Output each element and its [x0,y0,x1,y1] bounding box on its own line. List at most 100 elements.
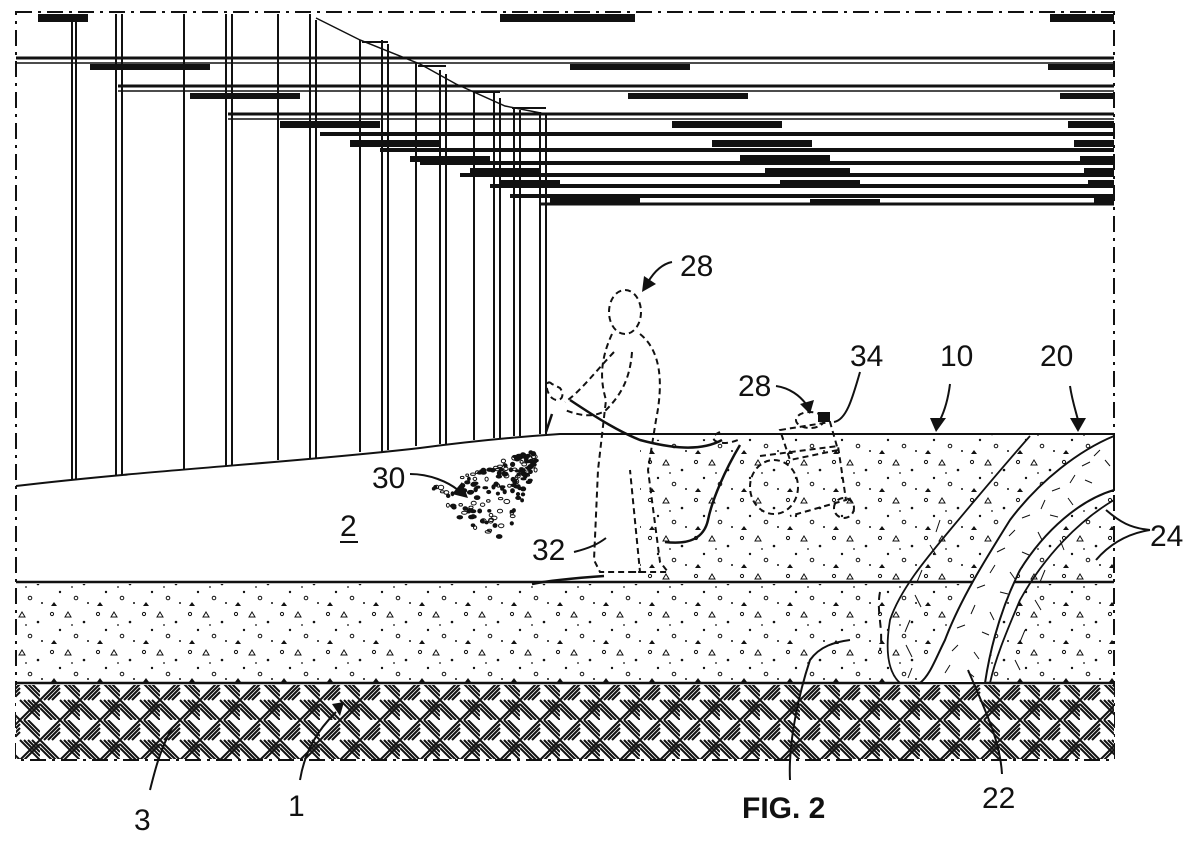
roof-beams [16,14,1114,206]
spray-droplet [515,478,520,485]
spray-droplet [470,514,476,519]
spray-droplet [467,508,474,513]
spray-droplet [492,523,498,528]
spray-droplet [500,458,506,464]
spray-droplet [521,462,528,467]
ref-label-28-machine: 28 [738,370,771,403]
spray-droplet [503,498,511,505]
spray-droplet [445,502,450,508]
spray-droplet [434,484,440,490]
spray-droplet [498,467,504,472]
aggregate-layer [16,584,1114,682]
spray-droplet [521,472,527,477]
spray-droplet [516,453,523,457]
spray-droplet [464,507,469,511]
spray-droplet [524,454,529,459]
spray-droplet [467,476,471,481]
spray-droplet [515,495,522,500]
spray-droplet [495,491,500,496]
spray-hose [531,398,742,586]
spray-droplet [496,470,502,476]
spray-droplet [456,515,464,520]
figure-caption: FIG. 2 [742,792,825,825]
spray-droplet [475,485,481,489]
spray-droplet [482,486,489,490]
spray-droplet [470,472,476,476]
spray-droplet [473,495,481,501]
spray-droplet [503,473,510,479]
ref-label-20: 20 [1040,340,1073,373]
ref-label-28-worker: 28 [680,250,713,283]
spray-droplet [508,467,514,473]
spray-droplet [484,476,489,482]
leader-lines [149,261,1151,791]
spray-droplet [472,476,478,481]
spray-droplet [495,534,503,539]
spray-droplet [497,497,504,501]
roof-edge [315,17,547,115]
spray-droplet [487,509,492,513]
spray-droplet [511,508,516,513]
spray-droplet [477,508,483,514]
spray-droplet [498,523,505,529]
spray-droplet [480,518,487,524]
spray-droplet [458,503,464,507]
spray-droplet [502,489,507,495]
spray-droplet [515,474,521,479]
spray-droplet [496,508,504,514]
spray-droplet [464,480,471,485]
spray-droplet [509,510,514,516]
spray-droplet [509,514,516,519]
spray-droplet [520,498,524,503]
spray-droplet [530,462,537,467]
spray-droplet [471,481,479,486]
spray-droplet [499,485,506,489]
spray-droplet [484,530,492,534]
ref-label-1: 1 [288,790,305,823]
spray-droplet [490,467,496,473]
spray-droplet [531,451,536,457]
spray-droplet [533,458,539,463]
spray-droplet [467,489,475,495]
spray-droplet [515,492,521,497]
spray-droplet [510,488,515,494]
spray-droplet [520,492,526,497]
spray-droplet [486,489,492,495]
spray-droplet [507,483,512,488]
spray-droplet [528,465,534,469]
worker-figure [545,289,671,573]
spray-droplet [449,503,457,509]
spray-droplet [470,523,476,528]
spray-droplet [509,521,514,526]
spray-droplet [493,481,499,487]
soil-hatching [16,685,1114,759]
spray-droplet [520,486,527,492]
spray-droplet [514,456,521,462]
spray-droplet [491,515,498,521]
spray-cloud [544,413,554,433]
ref-label-22: 22 [982,782,1015,815]
spray-droplet [480,467,487,473]
spray-droplet [443,490,450,495]
spray-droplet [488,512,494,518]
ref-label-24: 24 [1150,520,1183,553]
spray-droplet [470,500,477,506]
spray-droplet [516,484,521,490]
ref-label-2: 2 [340,510,357,543]
ref-label-10: 10 [940,340,973,373]
spray-droplet [503,466,509,471]
spray-droplet [503,463,508,468]
spray-droplet [509,461,516,467]
spray-droplet [518,472,523,476]
spray-droplet [465,473,470,477]
frame-boundary [15,11,1115,761]
crack [877,434,1115,684]
spray-droplet [533,467,538,473]
spray-droplet [497,464,503,468]
spray-droplet [510,476,516,482]
spray-droplet [514,469,519,473]
ref-label-34: 34 [850,340,883,373]
ref-label-3: 3 [134,804,151,837]
ground-surface [15,433,1114,487]
spray-droplet [479,502,486,507]
